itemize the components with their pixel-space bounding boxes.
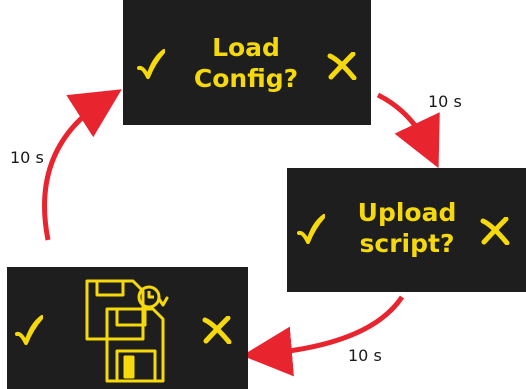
load-config-screen: Load Config? bbox=[123, 0, 371, 125]
transition-label: 10 s bbox=[10, 148, 44, 167]
checkmark-icon[interactable] bbox=[15, 314, 43, 346]
arrow-load-to-upload bbox=[376, 92, 440, 169]
prompt-line-1: Upload bbox=[357, 198, 457, 227]
arrow-floppy-to-load bbox=[42, 89, 122, 241]
arrow-upload-to-floppy bbox=[242, 295, 405, 377]
checkmark-icon[interactable] bbox=[297, 213, 325, 245]
floppy-restore-screen bbox=[7, 267, 248, 389]
prompt-line-2: script? bbox=[359, 229, 455, 258]
checkmark-icon[interactable] bbox=[137, 48, 165, 80]
screen-prompt: Load Config? bbox=[171, 32, 321, 94]
upload-script-screen: Upload script? bbox=[287, 168, 526, 292]
transition-label: 10 s bbox=[348, 346, 382, 365]
cross-icon[interactable] bbox=[327, 52, 357, 80]
prompt-line-1: Load bbox=[212, 33, 280, 62]
cross-icon[interactable] bbox=[480, 217, 510, 245]
transition-label: 10 s bbox=[428, 92, 462, 111]
floppy-disk-restore-icon bbox=[85, 279, 169, 383]
cross-icon[interactable] bbox=[202, 316, 232, 344]
screen-prompt: Upload script? bbox=[332, 197, 482, 259]
prompt-line-2: Config? bbox=[193, 64, 299, 93]
